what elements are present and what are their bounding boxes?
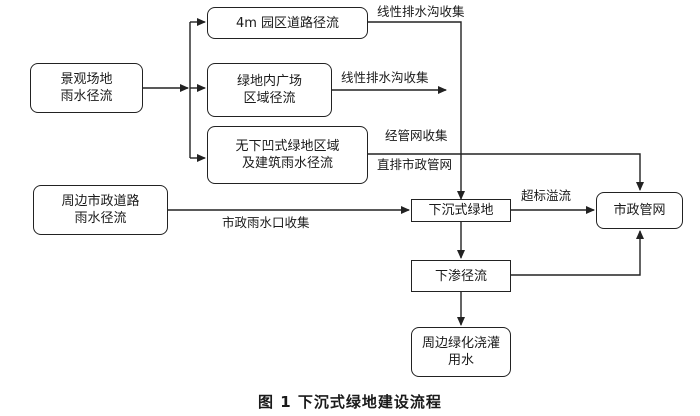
node-municipal-network: 市政管网 xyxy=(596,192,683,229)
node-infiltration-runoff-label: 下渗径流 xyxy=(434,268,487,284)
label-linear-ditch-1: 线性排水沟收集 xyxy=(377,4,465,19)
node-road-runoff-label: 4m 园区道路径流 xyxy=(235,15,340,31)
node-sunken-greenland-label: 下沉式绿地 xyxy=(428,203,494,218)
node-greenland-plaza-runoff-label: 绿地内广场 区域径流 xyxy=(236,74,302,106)
label-municipal-outlet-collection: 市政雨水口收集 xyxy=(222,215,310,230)
node-landscape-runoff: 景观场地 雨水径流 xyxy=(30,63,143,113)
figure-caption: 图 1 下沉式绿地建设流程 xyxy=(258,393,442,411)
node-no-sunken-runoff: 无下凹式绿地区域 及建筑雨水径流 xyxy=(207,126,368,184)
node-infiltration-runoff: 下渗径流 xyxy=(411,260,511,292)
node-landscape-runoff-label: 景观场地 雨水径流 xyxy=(60,72,113,104)
label-overflow: 超标溢流 xyxy=(521,188,572,203)
label-direct-to-municipal: 直排市政管网 xyxy=(377,157,453,172)
node-no-sunken-runoff-label: 无下凹式绿地区域 及建筑雨水径流 xyxy=(235,139,340,171)
edge-infiltration-network xyxy=(511,230,644,276)
node-municipal-road-runoff: 周边市政道路 雨水径流 xyxy=(33,185,168,235)
node-municipal-road-runoff-label: 周边市政道路 雨水径流 xyxy=(61,194,140,226)
node-sunken-greenland: 下沉式绿地 xyxy=(411,199,511,222)
label-linear-ditch-2: 线性排水沟收集 xyxy=(341,70,429,85)
node-irrigation-water-label: 周边绿化浇灌 用水 xyxy=(421,336,500,368)
node-irrigation-water: 周边绿化浇灌 用水 xyxy=(411,327,511,377)
node-road-runoff: 4m 园区道路径流 xyxy=(207,7,368,39)
edge-road-sunken xyxy=(368,21,465,200)
node-municipal-network-label: 市政管网 xyxy=(613,203,666,218)
edge-nosunken-network xyxy=(368,153,644,191)
node-greenland-plaza-runoff: 绿地内广场 区域径流 xyxy=(207,63,332,117)
label-pipe-network-collection: 经管网收集 xyxy=(385,128,448,143)
